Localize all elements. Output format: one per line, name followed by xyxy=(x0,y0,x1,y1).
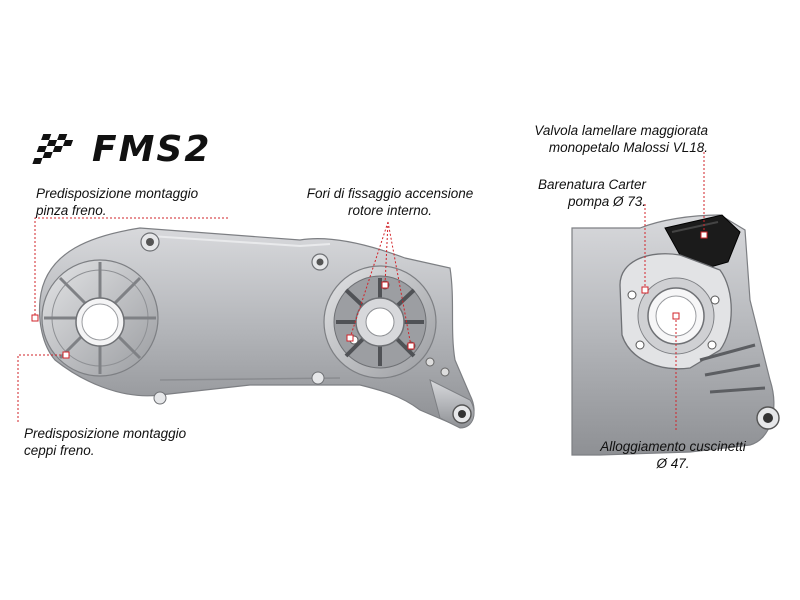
crankcase-full-view xyxy=(38,227,475,429)
label-valvola-lamellare: Valvola lamellare maggiorata monopetalo … xyxy=(534,123,708,155)
crankcase-closeup-view xyxy=(571,214,780,456)
label-ceppi-freno: Predisposizione montaggio ceppi freno. xyxy=(24,426,187,458)
label-fori-fissaggio: Fori di fissaggio accensione rotore inte… xyxy=(306,186,474,218)
leader-pinza xyxy=(34,217,228,318)
callout-markers xyxy=(31,231,708,359)
label-pinza-freno: Predisposizione montaggio pinza freno. xyxy=(36,186,199,218)
ignition-housing xyxy=(323,265,437,379)
brake-housing xyxy=(41,259,159,377)
fms2-logo: FMS2 xyxy=(30,128,240,172)
logo-text: FMS2 xyxy=(92,129,212,170)
pump-flange xyxy=(619,253,732,370)
leader-ceppi xyxy=(17,354,66,422)
leader-fori-2 xyxy=(384,221,389,286)
leader-fori-3 xyxy=(387,221,412,347)
checkered-flag-icon xyxy=(32,134,74,164)
leader-fori-1 xyxy=(349,221,389,339)
label-alloggiamento-cuscinetti: Alloggiamento cuscinetti Ø 47. xyxy=(600,439,746,471)
callout-lines xyxy=(17,152,705,430)
label-barenatura-carter: Barenatura Carter pompa Ø 73. xyxy=(537,177,646,209)
